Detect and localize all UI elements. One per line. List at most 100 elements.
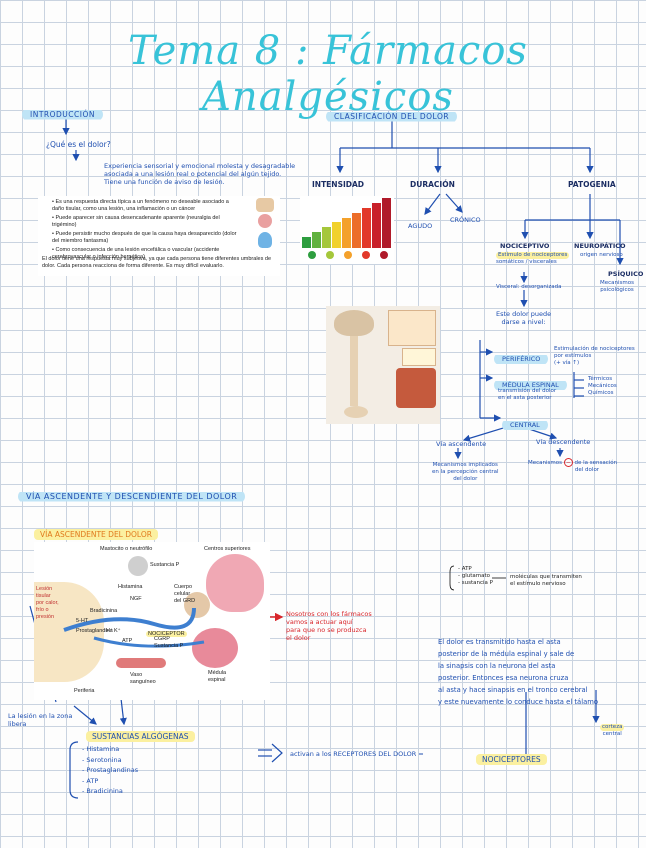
intro-paragraph: El dolor tiene una respuesta muy subjeti… — [42, 256, 272, 269]
nociceptivo-label: NOCICEPTIVO — [500, 242, 550, 250]
fig-vaso-line: sanguíneo — [130, 679, 156, 685]
neuropatico-desc: origen nervioso — [580, 252, 623, 258]
spinal-cord-icon — [192, 628, 238, 668]
cell-body-icon — [184, 592, 210, 618]
classification-heading: CLASIFICACIÓN DEL DOLOR — [326, 110, 458, 123]
spinal-cord — [350, 336, 358, 406]
pain-scale-bar — [332, 222, 341, 248]
medula-label: MÉDULA ESPINAL — [494, 379, 567, 391]
pain-face-icon — [326, 251, 334, 259]
descendente-desc-part: Mecanismos — [528, 460, 562, 466]
bullet-item: • Puede persistir mucho después de que l… — [52, 231, 237, 244]
activan-note: activan a los RECEPTORES DEL DOLOR = — [290, 750, 424, 758]
intensidad-label: INTENSIDAD — [312, 180, 365, 189]
minus-icon: − — [563, 458, 573, 467]
descendente-desc: Mecanismos − de la sensación del dolor — [528, 458, 646, 474]
fig-nociceptor: NOCICEPTOR — [146, 631, 187, 637]
intro-heading-wrap: INTRODUCCIÓN — [22, 102, 103, 121]
corteza-line: corteza — [600, 724, 625, 731]
nociceptores-wrap: NOCICEPTORES — [476, 747, 547, 766]
periferico-desc: Estimulación de nociceptores por estímul… — [554, 346, 646, 367]
periferico-desc-line: Estimulación de nociceptores — [554, 346, 635, 352]
nociception-figure: Mastocito o neutrófilo Sustancia P Centr… — [34, 542, 270, 700]
pain-pathway-image — [326, 306, 440, 424]
ascendente-desc: Mecanismos implicados en la percepción c… — [432, 462, 499, 483]
classification-heading-wrap: CLASIFICACIÓN DEL DOLOR — [326, 104, 458, 123]
ascendente-desc-line: del dolor — [453, 476, 478, 482]
fig-bradicinina: Bradicinina — [90, 608, 118, 614]
fig-lesion: Lesión tisular por calor, frío o presión — [36, 586, 59, 621]
fig-mastocito: Mastocito o neutrófilo — [100, 546, 153, 552]
fig-histamina: Histamina — [118, 584, 143, 590]
fig-lesion-line: Lesión — [36, 586, 53, 592]
pain-face-icon — [380, 251, 388, 259]
small-note-line: moléculas que transmiten — [510, 574, 582, 580]
inset-label — [402, 348, 436, 366]
fig-lesion-line: tisular — [36, 593, 51, 599]
tissue-section — [396, 368, 436, 408]
psiquico-desc: Mecanismos psicológicos — [600, 280, 634, 294]
medula-wrap: MÉDULA ESPINAL — [494, 372, 567, 391]
patogenia-label: PATOGENIA — [568, 180, 616, 189]
descendente-desc-part: del dolor — [574, 467, 600, 473]
medula-desc-line: transmisión del dolor — [498, 388, 557, 394]
pain-scale-bar — [352, 212, 361, 248]
red-note-line: Nosotros con los fármacos — [286, 610, 372, 618]
bullet-item: • Es una respuesta directa típica a un f… — [52, 199, 229, 212]
periferico-wrap: PERIFÉRICO — [494, 346, 549, 365]
nociceptivo-desc-line: somáticos / viscerales — [496, 259, 557, 265]
fig-lesion-line: por calor, — [36, 600, 59, 606]
small-list-item: - ATP — [458, 566, 472, 572]
periphery-tissue — [34, 582, 104, 682]
nerve-fiber — [63, 607, 205, 648]
pain-scale-bar — [382, 198, 391, 248]
answer-line: asociada a una lesión real o potencial d… — [104, 170, 282, 178]
duracion-label: DURACIÓN — [410, 180, 455, 189]
fig-ngf: NGF — [130, 596, 142, 602]
right-paragraph: El dolor es transmitido hasta el asta po… — [438, 636, 638, 708]
list-item: - ATP — [82, 776, 99, 785]
fig-prostaglandina: Prostaglandina — [76, 628, 113, 634]
fig-cuerpo: Cuerpo celular del GRD — [174, 584, 195, 605]
intro-heading: INTRODUCCIÓN — [22, 108, 103, 121]
ascendente-label: Vía ascendente — [436, 440, 487, 448]
central-wrap: CENTRAL — [502, 412, 548, 431]
small-list-item: - sustancia P — [458, 580, 493, 586]
periferico-desc-line: por estímulos — [554, 353, 592, 359]
periferico-label: PERIFÉRICO — [494, 353, 549, 365]
periferico-desc-line: (+ vía ↑) — [554, 360, 580, 366]
descendente-desc-part: de la sensación — [574, 460, 618, 466]
pain-face-icon — [362, 251, 370, 259]
fig-medula: Médula espinal — [208, 670, 226, 684]
sub-heading-wrap: VÍA ASCENDENTE DEL DOLOR — [34, 522, 158, 541]
pain-scale-bar — [372, 202, 381, 248]
neuropatico-label: NEUROPÁTICO — [574, 242, 626, 250]
red-note-line: el dolor — [286, 634, 311, 642]
ascendente-desc-line: en la percepción central — [432, 469, 499, 475]
pain-scale-bar — [302, 237, 311, 248]
descendente-label: Vía descendente — [536, 438, 591, 446]
answer-line: Tiene una función de aviso de lesión. — [104, 178, 225, 186]
fig-cuerpo-line: del GRD — [174, 598, 196, 604]
visceral-label: Visceral: desorganizada — [496, 284, 562, 290]
sub-heading: VÍA ASCENDENTE DEL DOLOR — [34, 529, 158, 540]
lesion-note-line: La lesión en la zona — [8, 712, 73, 720]
paragraph-line: El dolor es transmitido hasta el asta — [438, 638, 561, 646]
answer-line: Experiencia sensorial y emocional molest… — [104, 162, 296, 170]
fig-5ht: 5-HT — [76, 618, 89, 624]
paragraph-line: la sinapsis con la neurona del asta — [438, 662, 556, 670]
pain-scale-bar — [362, 207, 371, 248]
fig-cuerpo-line: celular — [174, 591, 191, 597]
list-item: - Prostaglandinas — [82, 766, 139, 774]
section2-heading: VÍA ASCENDENTE Y DESCENDIENTE DEL DOLOR — [18, 490, 246, 503]
central-label: CENTRAL — [502, 419, 548, 431]
sustancias-wrap: SUSTANCIAS ALGÓGENAS — [86, 724, 195, 743]
section2-heading-wrap: VÍA ASCENDENTE Y DESCENDIENTE DEL DOLOR — [18, 484, 246, 503]
red-note-line: para que no se produzca — [286, 626, 367, 634]
figure-illustration — [258, 232, 272, 248]
stimulus-types: Térmicos Mecánicos Químicos — [588, 376, 617, 397]
red-note: Nosotros con los fármacos vamos a actuar… — [286, 610, 372, 642]
bullet-item: • Como consecuencia de una lesión encefá… — [52, 247, 220, 260]
origen-note: Este dolor puede darse a nivel: — [496, 310, 551, 326]
